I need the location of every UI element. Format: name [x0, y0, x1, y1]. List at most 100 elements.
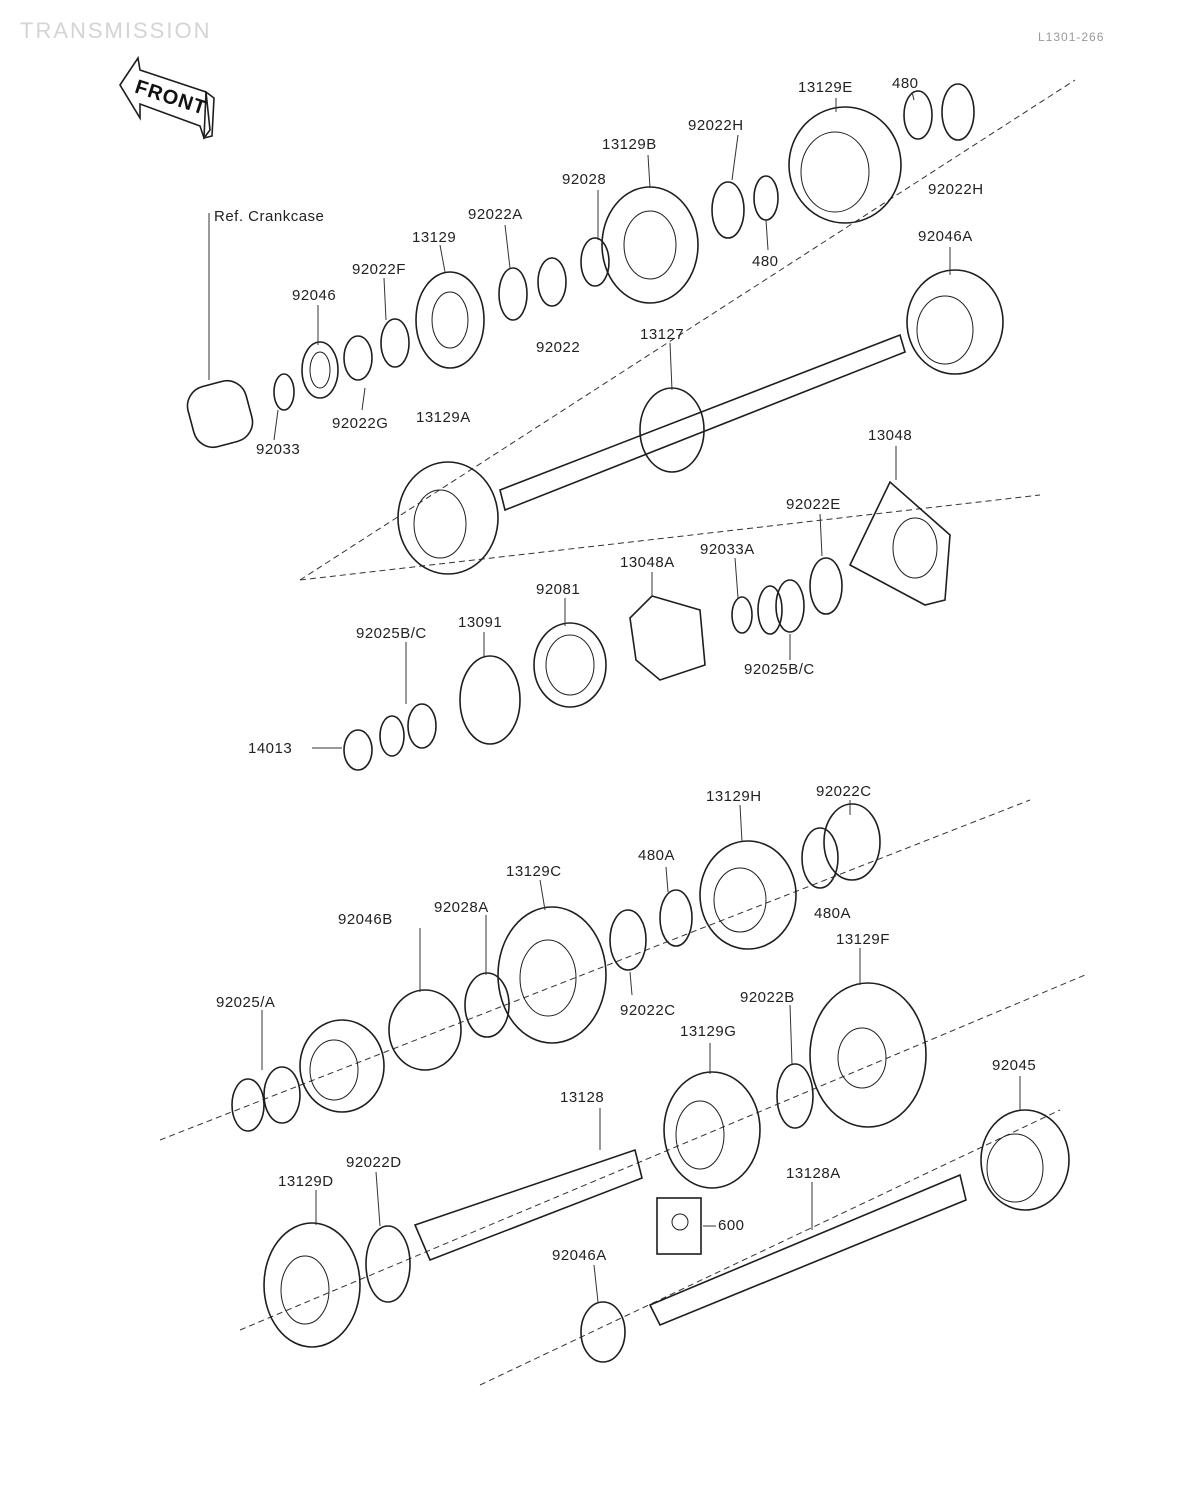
washer-92022C-top-icon	[823, 803, 881, 881]
part-label: 92022G	[332, 415, 389, 432]
part-label: 92022H	[688, 117, 744, 134]
gear-13129D-icon	[263, 1222, 361, 1348]
upper-shaft-parts	[186, 83, 1004, 575]
part-label: 13128	[560, 1089, 605, 1106]
part-label: 92022A	[468, 206, 523, 223]
diagram-title: TRANSMISSION	[20, 18, 212, 43]
part-label: 92025B/C	[744, 661, 815, 678]
washer-92022H-icon	[711, 181, 745, 239]
circlip-92033-icon	[273, 373, 295, 411]
part-label: 600	[718, 1217, 745, 1234]
bearing-92045-icon	[980, 1109, 1070, 1211]
front-arrow-icon	[119, 55, 215, 140]
part-label: 92046B	[338, 911, 393, 928]
part-label: 13129E	[798, 79, 853, 96]
part-label: 92033A	[700, 541, 755, 558]
part-label: 92046A	[552, 1247, 607, 1264]
part-label: 13048A	[620, 554, 675, 571]
part-label: 13129D	[278, 1173, 334, 1190]
washer-92025A-icon	[263, 1066, 301, 1124]
gear-13129C-icon	[497, 906, 607, 1044]
gear-13129A-icon	[397, 461, 499, 575]
part-label: 92022C	[620, 1002, 676, 1019]
part-label: 480A	[814, 905, 852, 922]
washer-92022D-icon	[365, 1225, 411, 1303]
part-label: 92022C	[816, 783, 872, 800]
part-label: 92022	[536, 339, 581, 356]
ref-crankcase-note: Ref. Crankcase	[214, 208, 325, 225]
part-label: 92028	[562, 171, 607, 188]
bearing-92046A-lower-icon	[580, 1301, 626, 1363]
plate-13091-icon	[459, 655, 521, 745]
part-label: 13129B	[602, 136, 657, 153]
circlip-480A-icon	[659, 889, 693, 947]
part-label: 13129A	[416, 409, 471, 426]
part-label: 13129C	[506, 863, 562, 880]
lower-shaft-parts	[231, 803, 1070, 1363]
part-label: 480A	[638, 847, 676, 864]
part-label: 92028A	[434, 899, 489, 916]
circlip-480-icon	[753, 175, 779, 221]
gear-13129H-icon	[699, 840, 797, 950]
washer-92022C-mid-icon	[609, 909, 647, 971]
key-600-icon	[656, 1197, 702, 1255]
washer-92025B-icon	[775, 579, 805, 633]
diagram-code: L1301-266	[1038, 30, 1105, 44]
part-label: 92022B	[740, 989, 795, 1006]
part-label: 92022F	[352, 261, 406, 278]
part-label: 480	[892, 75, 919, 92]
bushing-92028A-icon	[464, 972, 510, 1038]
gear-body-icon	[299, 1019, 385, 1113]
hub-13048A-icon	[629, 595, 706, 681]
washer-92022E-icon	[809, 557, 843, 615]
washer-92022F-icon	[380, 318, 410, 368]
bearing-92046B-icon	[388, 989, 462, 1071]
washer-92022B-icon	[776, 1063, 814, 1129]
circlip-480-top-icon	[903, 90, 933, 140]
washer-92025B-left-icon	[407, 703, 437, 749]
gear-13129F-icon	[809, 982, 927, 1128]
part-label: 480	[752, 253, 779, 270]
circlip-92033A-icon	[731, 596, 753, 634]
spring-92081-icon	[533, 622, 607, 708]
gear-13129E-icon	[788, 106, 902, 224]
gear-13129G-icon	[663, 1071, 761, 1189]
part-label: 92025/A	[216, 994, 276, 1011]
washer-92022-icon	[537, 257, 567, 307]
gear-13129B-icon	[601, 186, 699, 304]
part-label: 92081	[536, 581, 581, 598]
part-label: 92022H	[928, 181, 984, 198]
part-label: 13128A	[786, 1165, 841, 1182]
part-label: 13129F	[836, 931, 890, 948]
bearing-92046-icon	[301, 341, 339, 399]
part-label: 13127	[640, 326, 685, 343]
washer-92022H-right-icon	[941, 83, 975, 141]
part-label: 92045	[992, 1057, 1037, 1074]
part-label: 92022E	[786, 496, 841, 513]
leader-lines	[261, 91, 1021, 1303]
hub-13048-icon	[848, 480, 951, 606]
gear-13127-icon	[639, 387, 705, 473]
shaft-13128A-icon	[648, 1173, 967, 1327]
part-label: 92025B/C	[356, 625, 427, 642]
clutch-group-parts	[312, 480, 951, 771]
part-label: 13129H	[706, 788, 762, 805]
part-label: 13129	[412, 229, 457, 246]
part-label: 92033	[256, 441, 301, 458]
part-label: 13129G	[680, 1023, 737, 1040]
bearing-92046A-icon	[906, 269, 1004, 375]
bushing-92028-icon	[580, 237, 610, 287]
washer-92022A-icon	[498, 267, 528, 321]
shaft-13127-icon	[499, 333, 906, 512]
part-label: 13091	[458, 614, 503, 631]
axis-lines	[159, 79, 1086, 1386]
part-label: 92046	[292, 287, 337, 304]
nut-14013-icon	[343, 729, 373, 771]
part-label: 13048	[868, 427, 913, 444]
washer-92022G-icon	[343, 335, 373, 381]
shaft-13128-icon	[413, 1148, 643, 1262]
bushing-icon	[186, 379, 254, 449]
part-label: 14013	[248, 740, 293, 757]
